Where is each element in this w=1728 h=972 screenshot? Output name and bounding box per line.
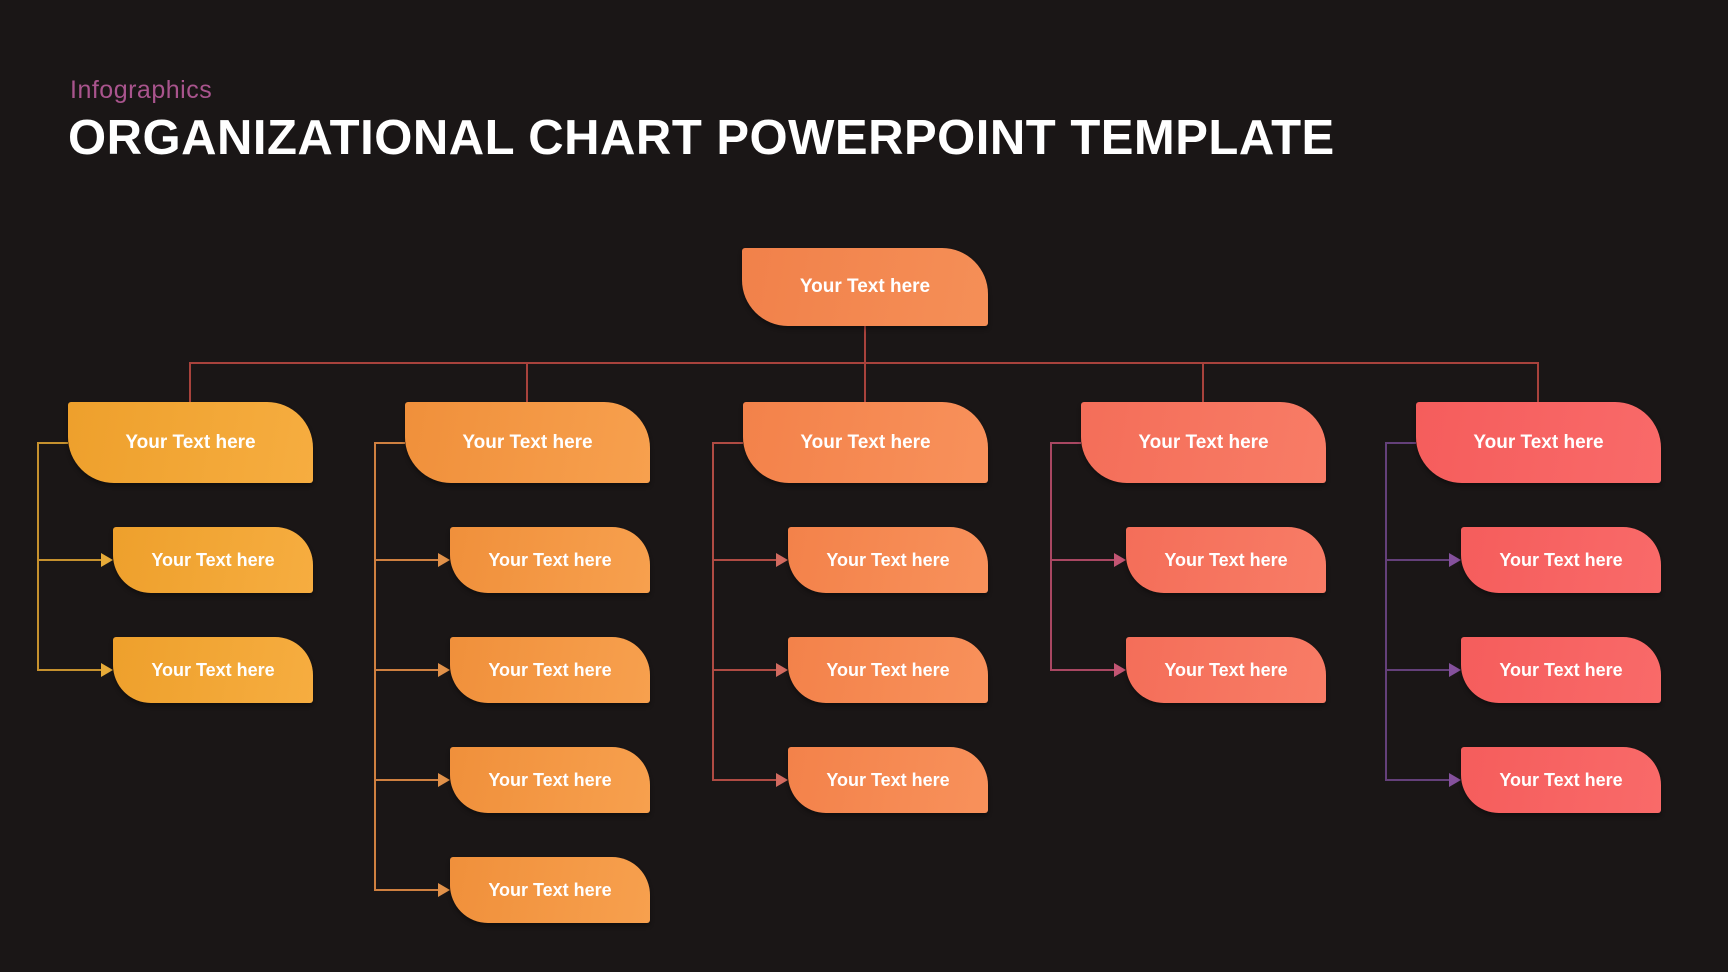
org-node-label: Your Text here (1499, 769, 1623, 790)
org-node-branch4-child1[interactable]: Your Text here (1126, 527, 1326, 593)
branch1-out-line (37, 442, 68, 444)
branch4-child2-line (1050, 669, 1114, 671)
org-node-branch3-parent[interactable]: Your Text here (743, 402, 988, 483)
branch4-out-line (1050, 442, 1081, 444)
org-node-label: Your Text here (125, 431, 256, 453)
branch5-spine (1385, 442, 1387, 780)
org-node-branch2-child4[interactable]: Your Text here (450, 857, 650, 923)
connector-drop-branch-1 (189, 362, 191, 402)
branch2-child2-arrow-icon (438, 663, 450, 677)
eyebrow-label: Infographics (70, 76, 213, 104)
branch5-child1-arrow-icon (1449, 553, 1461, 567)
org-node-branch2-child3[interactable]: Your Text here (450, 747, 650, 813)
branch2-child1-line (374, 559, 438, 561)
org-node-label: Your Text here (1164, 659, 1288, 680)
branch1-child2-line (37, 669, 101, 671)
branch5-child3-line (1385, 779, 1449, 781)
branch1-spine (37, 442, 39, 670)
org-node-branch5-child1[interactable]: Your Text here (1461, 527, 1661, 593)
org-node-branch1-child2[interactable]: Your Text here (113, 637, 313, 703)
org-node-label: Your Text here (826, 549, 950, 570)
org-node-root[interactable]: Your Text here (742, 248, 988, 326)
org-node-label: Your Text here (151, 549, 275, 570)
org-node-label: Your Text here (488, 659, 612, 680)
connector-drop-branch-3 (864, 362, 866, 402)
branch5-child3-arrow-icon (1449, 773, 1461, 787)
branch3-child3-arrow-icon (776, 773, 788, 787)
branch5-child1-line (1385, 559, 1449, 561)
org-node-label: Your Text here (462, 431, 593, 453)
branch2-child4-line (374, 889, 438, 891)
branch3-out-line (712, 442, 743, 444)
branch1-child1-arrow-icon (101, 553, 113, 567)
connector-drop-branch-2 (526, 362, 528, 402)
branch2-child3-arrow-icon (438, 773, 450, 787)
branch2-child2-line (374, 669, 438, 671)
org-node-branch4-child2[interactable]: Your Text here (1126, 637, 1326, 703)
branch2-out-line (374, 442, 405, 444)
org-node-label: Your Text here (800, 431, 931, 453)
page-title: ORGANIZATIONAL CHART POWERPOINT TEMPLATE (68, 111, 1335, 165)
branch3-child2-arrow-icon (776, 663, 788, 677)
branch2-child1-arrow-icon (438, 553, 450, 567)
branch3-child1-arrow-icon (776, 553, 788, 567)
org-node-label: Your Text here (1164, 549, 1288, 570)
org-node-branch3-child3[interactable]: Your Text here (788, 747, 988, 813)
org-node-label: Your Text here (1499, 659, 1623, 680)
org-node-branch3-child2[interactable]: Your Text here (788, 637, 988, 703)
org-node-branch3-child1[interactable]: Your Text here (788, 527, 988, 593)
org-node-label: Your Text here (488, 769, 612, 790)
org-node-label: Your Text here (799, 276, 931, 297)
branch3-child3-line (712, 779, 776, 781)
org-node-branch5-parent[interactable]: Your Text here (1416, 402, 1661, 483)
branch5-child2-line (1385, 669, 1449, 671)
branch4-child2-arrow-icon (1114, 663, 1126, 677)
connector-drop-branch-5 (1537, 362, 1539, 402)
branch2-child3-line (374, 779, 438, 781)
branch5-out-line (1385, 442, 1416, 444)
branch4-child1-arrow-icon (1114, 553, 1126, 567)
org-node-label: Your Text here (488, 879, 612, 900)
branch2-child4-arrow-icon (438, 883, 450, 897)
branch5-child2-arrow-icon (1449, 663, 1461, 677)
org-node-label: Your Text here (1499, 549, 1623, 570)
branch1-child1-line (37, 559, 101, 561)
org-node-label: Your Text here (826, 659, 950, 680)
org-node-label: Your Text here (488, 549, 612, 570)
branch4-child1-line (1050, 559, 1114, 561)
org-node-branch2-child1[interactable]: Your Text here (450, 527, 650, 593)
org-node-branch1-parent[interactable]: Your Text here (68, 402, 313, 483)
connector-main-horizontal (189, 362, 1538, 364)
branch3-spine (712, 442, 714, 780)
branch1-child2-arrow-icon (101, 663, 113, 677)
org-node-label: Your Text here (151, 659, 275, 680)
branch3-child2-line (712, 669, 776, 671)
branch3-child1-line (712, 559, 776, 561)
org-node-branch1-child1[interactable]: Your Text here (113, 527, 313, 593)
branch4-spine (1050, 442, 1052, 670)
org-node-branch5-child2[interactable]: Your Text here (1461, 637, 1661, 703)
org-node-label: Your Text here (1138, 431, 1269, 453)
connector-drop-branch-4 (1202, 362, 1204, 402)
org-node-label: Your Text here (1473, 431, 1604, 453)
org-node-branch2-child2[interactable]: Your Text here (450, 637, 650, 703)
org-node-label: Your Text here (826, 769, 950, 790)
org-node-branch5-child3[interactable]: Your Text here (1461, 747, 1661, 813)
org-node-branch4-parent[interactable]: Your Text here (1081, 402, 1326, 483)
branch2-spine (374, 442, 376, 890)
connector-root-drop (864, 326, 866, 363)
org-node-branch2-parent[interactable]: Your Text here (405, 402, 650, 483)
